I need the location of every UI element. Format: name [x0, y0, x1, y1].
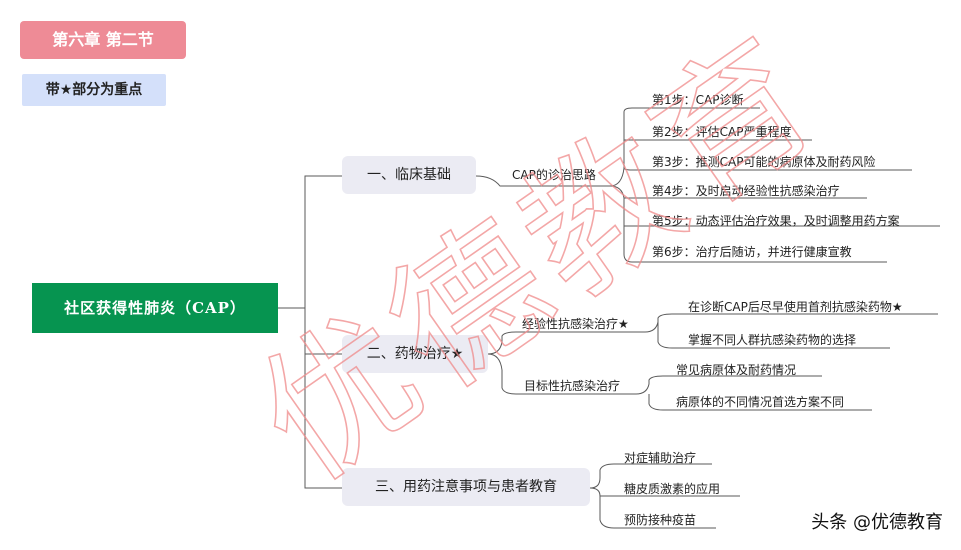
step-item: 第1步：CAP诊断	[652, 93, 744, 107]
connector	[623, 226, 887, 263]
branch-drug-therapy: 二、药物治疗★	[342, 335, 488, 373]
step-item: 第5步：动态评估治疗效果，及时调整用药方案	[652, 214, 900, 228]
connector	[487, 331, 645, 355]
subtopic-empirical-therapy: 经验性抗感染治疗★	[522, 317, 629, 331]
root-node: 社区获得性肺炎（CAP）	[32, 283, 278, 333]
chapter-badge: 第六章 第二节	[20, 21, 186, 59]
connector	[609, 107, 760, 187]
connector	[599, 496, 716, 529]
connector	[648, 394, 872, 411]
detail-item: 掌握不同人群抗感染药物的选择	[688, 333, 857, 347]
connector	[278, 175, 342, 309]
detail-item: 预防接种疫苗	[624, 513, 697, 527]
connector	[635, 375, 822, 395]
connector	[589, 487, 740, 497]
connector	[657, 322, 890, 349]
subtopic-cap-diagnosis-approach: CAP的诊治思路	[512, 168, 596, 182]
connector	[623, 167, 912, 171]
branch-medication-notes: 三、用药注意事项与患者教育	[342, 468, 590, 506]
step-item: 第6步：治疗后随访，并进行健康宣教	[652, 245, 852, 259]
step-item: 第3步：推测CAP可能的病原体及耐药风险	[652, 155, 876, 169]
subtopic-targeted-therapy: 目标性抗感染治疗	[524, 379, 621, 393]
step-item: 第4步：及时启动经验性抗感染治疗	[652, 184, 840, 198]
connector	[589, 463, 712, 489]
detail-item: 在诊断CAP后尽早使用首剂抗感染药物★	[688, 300, 903, 314]
detail-item: 对症辅助治疗	[624, 451, 697, 465]
connector	[475, 175, 610, 187]
connector	[487, 353, 636, 395]
connector	[609, 185, 867, 199]
key-point-note: 带★部分为重点	[22, 74, 166, 106]
connector	[304, 308, 342, 355]
detail-item: 病原体的不同情况首选方案不同	[676, 395, 845, 409]
source-credit: 头条 @优德教育	[811, 512, 943, 533]
detail-item: 糖皮质激素的应用	[624, 482, 721, 496]
connector	[644, 313, 938, 333]
branch-clinical-basis: 一、临床基础	[342, 156, 476, 194]
step-item: 第2步：评估CAP严重程度	[652, 125, 792, 139]
connector	[304, 308, 342, 489]
detail-item: 常见病原体及耐药情况	[676, 363, 797, 377]
